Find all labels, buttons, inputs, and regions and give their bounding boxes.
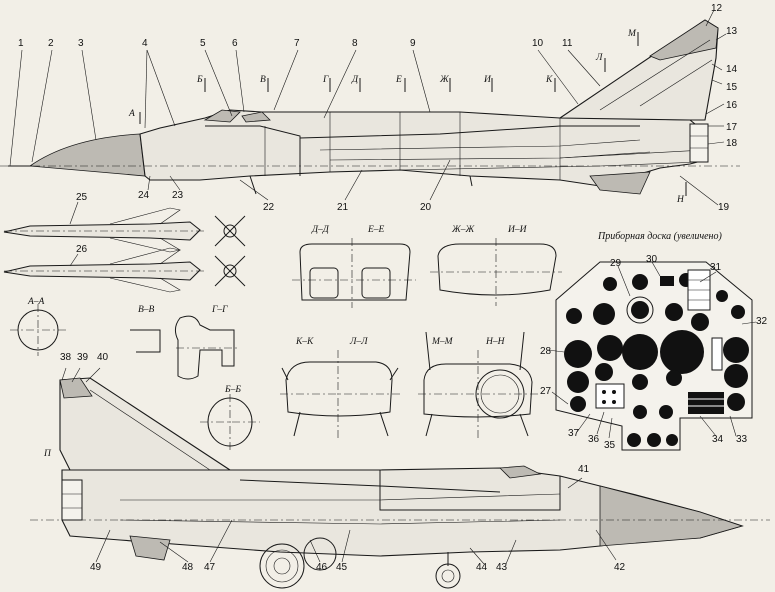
callout-26: 26: [76, 244, 88, 255]
station-v: В: [260, 75, 266, 85]
callout-13: 13: [726, 26, 738, 37]
callout-27: 27: [540, 386, 552, 397]
callout-5: 5: [200, 38, 206, 49]
callout-38: 38: [60, 352, 72, 363]
section-ii-label: И–И: [507, 225, 528, 235]
section-kk-label: К–К: [295, 337, 314, 347]
station-g: Г: [322, 75, 329, 85]
callout-33: 33: [736, 434, 748, 445]
callout-20: 20: [420, 202, 432, 213]
callout-9: 9: [410, 38, 416, 49]
callout-16: 16: [726, 100, 738, 111]
station-p: П: [43, 449, 52, 459]
station-a: А: [128, 109, 135, 119]
tail-tip: [649, 19, 719, 61]
callout-7: 7: [294, 38, 300, 49]
callout-14: 14: [726, 64, 738, 75]
callout-45: 45: [336, 562, 348, 573]
top-callouts: 1 2 3 4 5 6 7 8 9 10 11 12 13 14 15 16 1…: [9, 3, 738, 213]
callout-43: 43: [496, 562, 508, 573]
canopy: [203, 109, 241, 123]
top-side-view: А Б В Г Д Е Ж И К Л М Н: [0, 19, 740, 205]
callout-29: 29: [610, 258, 622, 269]
station-n: Н: [676, 195, 685, 205]
bottom-canopy: [499, 465, 542, 479]
callout-46: 46: [316, 562, 328, 573]
station-k: К: [545, 75, 553, 85]
callout-2: 2: [48, 38, 54, 49]
station-l: Л: [595, 53, 603, 63]
canopy-rear: [241, 111, 271, 123]
callout-37: 37: [568, 428, 580, 439]
callout-11: 11: [562, 38, 573, 49]
section-zhzh-label: Ж–Ж: [451, 225, 475, 235]
callout-24: 24: [138, 190, 150, 201]
section-vv-label: В–В: [138, 305, 155, 315]
section-dd-label: Д–Д: [311, 225, 330, 235]
callout-44: 44: [476, 562, 488, 573]
callout-47: 47: [204, 562, 216, 573]
callout-19: 19: [718, 202, 730, 213]
callout-39: 39: [77, 352, 89, 363]
callout-42: 42: [614, 562, 626, 573]
callout-12: 12: [711, 3, 723, 14]
callout-31: 31: [710, 262, 722, 273]
callout-23: 23: [172, 190, 184, 201]
section-mm-label: М–М: [431, 337, 454, 347]
section-bb-label: Б–Б: [224, 385, 241, 395]
station-m: М: [627, 29, 637, 39]
section-ee-label: Е–Е: [367, 225, 385, 235]
callout-32: 32: [756, 316, 768, 327]
section-aa-label: А–А: [27, 297, 45, 307]
station-d: Д: [351, 75, 359, 85]
callout-30: 30: [646, 254, 658, 265]
callout-15: 15: [726, 82, 738, 93]
callout-49: 49: [90, 562, 102, 573]
callout-35: 35: [604, 440, 616, 451]
missiles: 25 26: [3, 192, 246, 293]
callout-25: 25: [76, 192, 88, 203]
callout-17: 17: [726, 122, 738, 133]
callout-28: 28: [540, 346, 552, 357]
bottom-ventral-fin: [129, 535, 171, 561]
callout-6: 6: [232, 38, 238, 49]
callout-10: 10: [532, 38, 544, 49]
callout-4: 4: [142, 38, 148, 49]
callout-41: 41: [578, 464, 590, 475]
callout-1: 1: [18, 38, 24, 49]
ventral-fin: [589, 171, 651, 195]
bottom-radome: [599, 485, 744, 547]
bottom-callouts: 38 39 40 41 42 43 44 45 46 47 48 49: [60, 352, 626, 573]
callout-36: 36: [588, 434, 600, 445]
callout-48: 48: [182, 562, 194, 573]
section-gg-label: Г–Г: [211, 305, 228, 315]
callout-21: 21: [337, 202, 349, 213]
station-i: И: [483, 75, 492, 85]
instrument-panel-title: Приборная доска (увеличено): [597, 231, 722, 242]
callout-18: 18: [726, 138, 738, 149]
station-zh: Ж: [439, 75, 450, 85]
callout-3: 3: [78, 38, 84, 49]
callout-22: 22: [263, 202, 275, 213]
section-ll-label: Л–Л: [349, 337, 368, 347]
sections: А–А В–В Г–Г Б–Б Д–Д Е–Е Ж–Ж И–И К–К Л–Л: [10, 225, 562, 450]
callout-8: 8: [352, 38, 358, 49]
station-e: Е: [395, 75, 402, 85]
section-nn-label: Н–Н: [485, 337, 506, 347]
nose-radome: [28, 133, 146, 177]
callout-40: 40: [97, 352, 109, 363]
instrument-panel: Приборная доска (увеличено): [540, 231, 768, 451]
station-b: Б: [196, 75, 203, 85]
callout-34: 34: [712, 434, 724, 445]
